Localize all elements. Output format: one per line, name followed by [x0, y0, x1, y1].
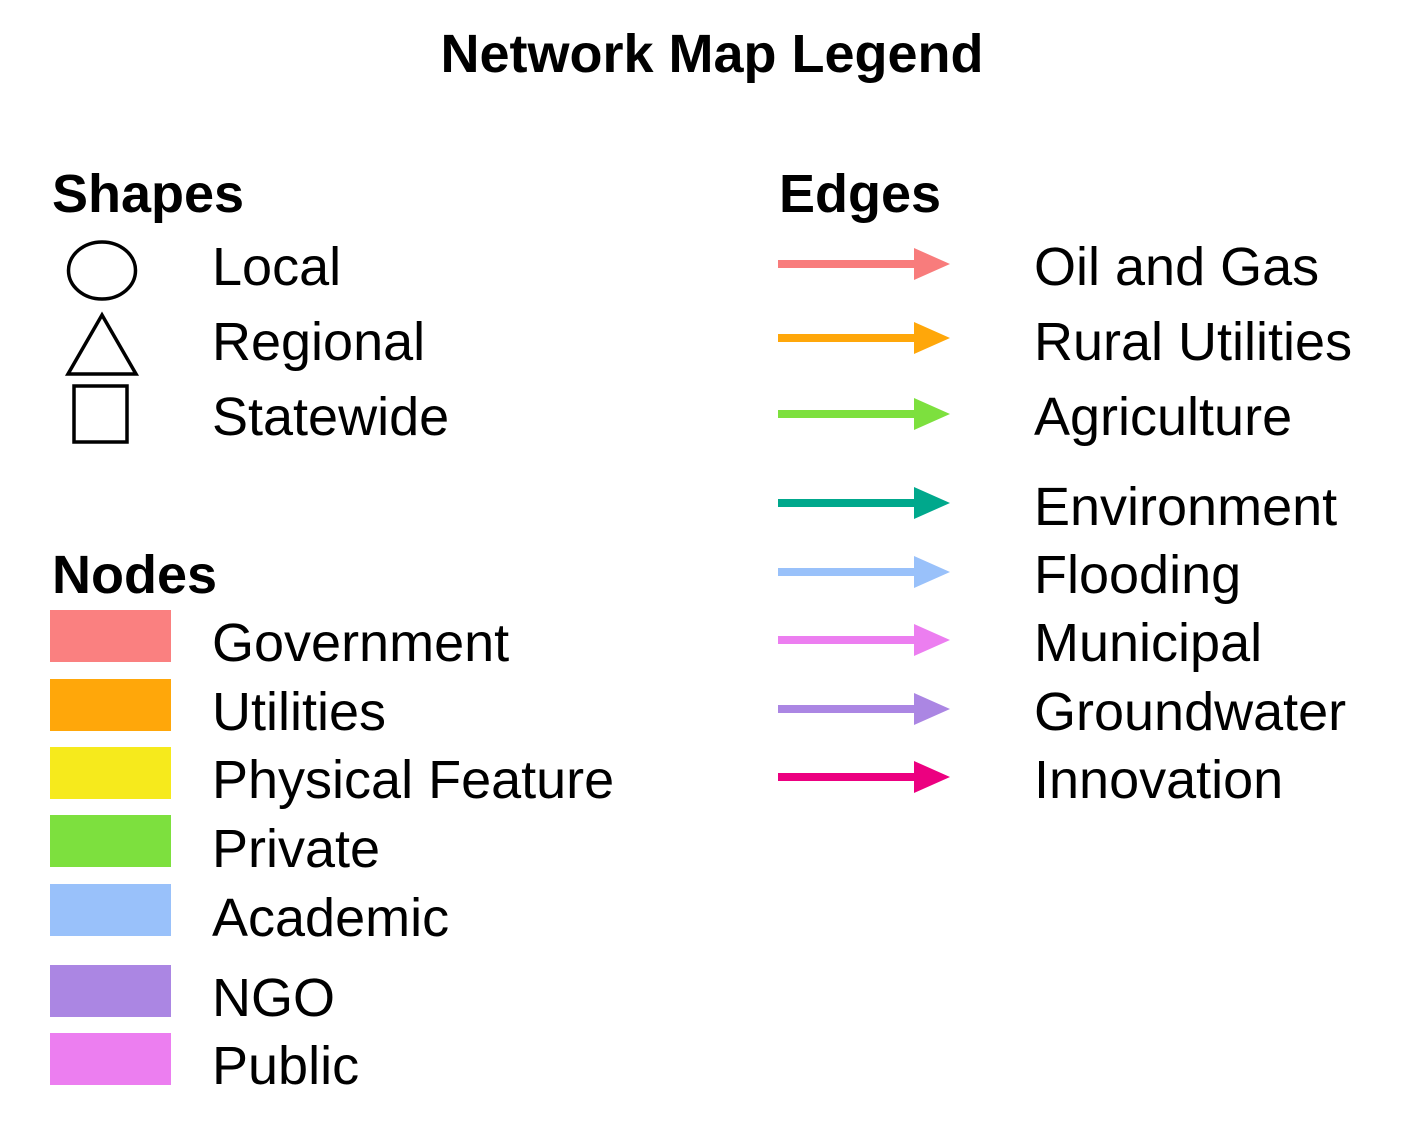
- node-swatch-private: [50, 815, 171, 867]
- square-icon: [72, 384, 129, 444]
- edges-heading: Edges: [779, 164, 942, 224]
- legend-title: Network Map Legend: [440, 24, 984, 84]
- edge-label-groundwater: Groundwater: [1034, 682, 1347, 742]
- edge-label-municipal: Municipal: [1034, 613, 1263, 673]
- node-swatch-utilities: [50, 679, 171, 731]
- shape-label-regional: Regional: [212, 312, 426, 372]
- edge-label-agriculture: Agriculture: [1034, 387, 1293, 447]
- arrow-icon-innovation: [778, 761, 950, 793]
- node-swatch-government: [50, 610, 171, 662]
- triangle-icon: [64, 311, 140, 376]
- edge-label-flooding: Flooding: [1034, 545, 1242, 605]
- arrow-icon-groundwater: [778, 693, 950, 725]
- arrow-icon-flooding: [778, 556, 950, 588]
- node-swatch-public: [50, 1033, 171, 1085]
- node-label-public: Public: [212, 1036, 360, 1096]
- node-label-utilities: Utilities: [212, 682, 387, 742]
- node-swatch-ngo: [50, 965, 171, 1017]
- shape-label-local: Local: [212, 237, 342, 297]
- shape-label-statewide: Statewide: [212, 387, 450, 447]
- node-label-ngo: NGO: [212, 968, 336, 1028]
- edge-label-innovation: Innovation: [1034, 750, 1284, 810]
- node-swatch-physical-feature: [50, 747, 171, 799]
- circle-icon: [66, 240, 138, 301]
- node-label-physical-feature: Physical Feature: [212, 750, 615, 810]
- edge-label-oil-and-gas: Oil and Gas: [1034, 237, 1320, 297]
- arrow-icon-municipal: [778, 624, 950, 656]
- node-label-government: Government: [212, 613, 510, 673]
- node-label-academic: Academic: [212, 888, 450, 948]
- node-label-private: Private: [212, 819, 381, 879]
- arrow-icon-oil-and-gas: [778, 248, 950, 280]
- arrow-icon-environment: [778, 487, 950, 519]
- arrow-icon-rural-utilities: [778, 322, 950, 354]
- shapes-heading: Shapes: [52, 164, 245, 224]
- node-swatch-academic: [50, 884, 171, 936]
- arrow-icon-agriculture: [778, 398, 950, 430]
- edge-label-environment: Environment: [1034, 477, 1338, 537]
- nodes-heading: Nodes: [52, 545, 218, 605]
- edge-label-rural-utilities: Rural Utilities: [1034, 312, 1353, 372]
